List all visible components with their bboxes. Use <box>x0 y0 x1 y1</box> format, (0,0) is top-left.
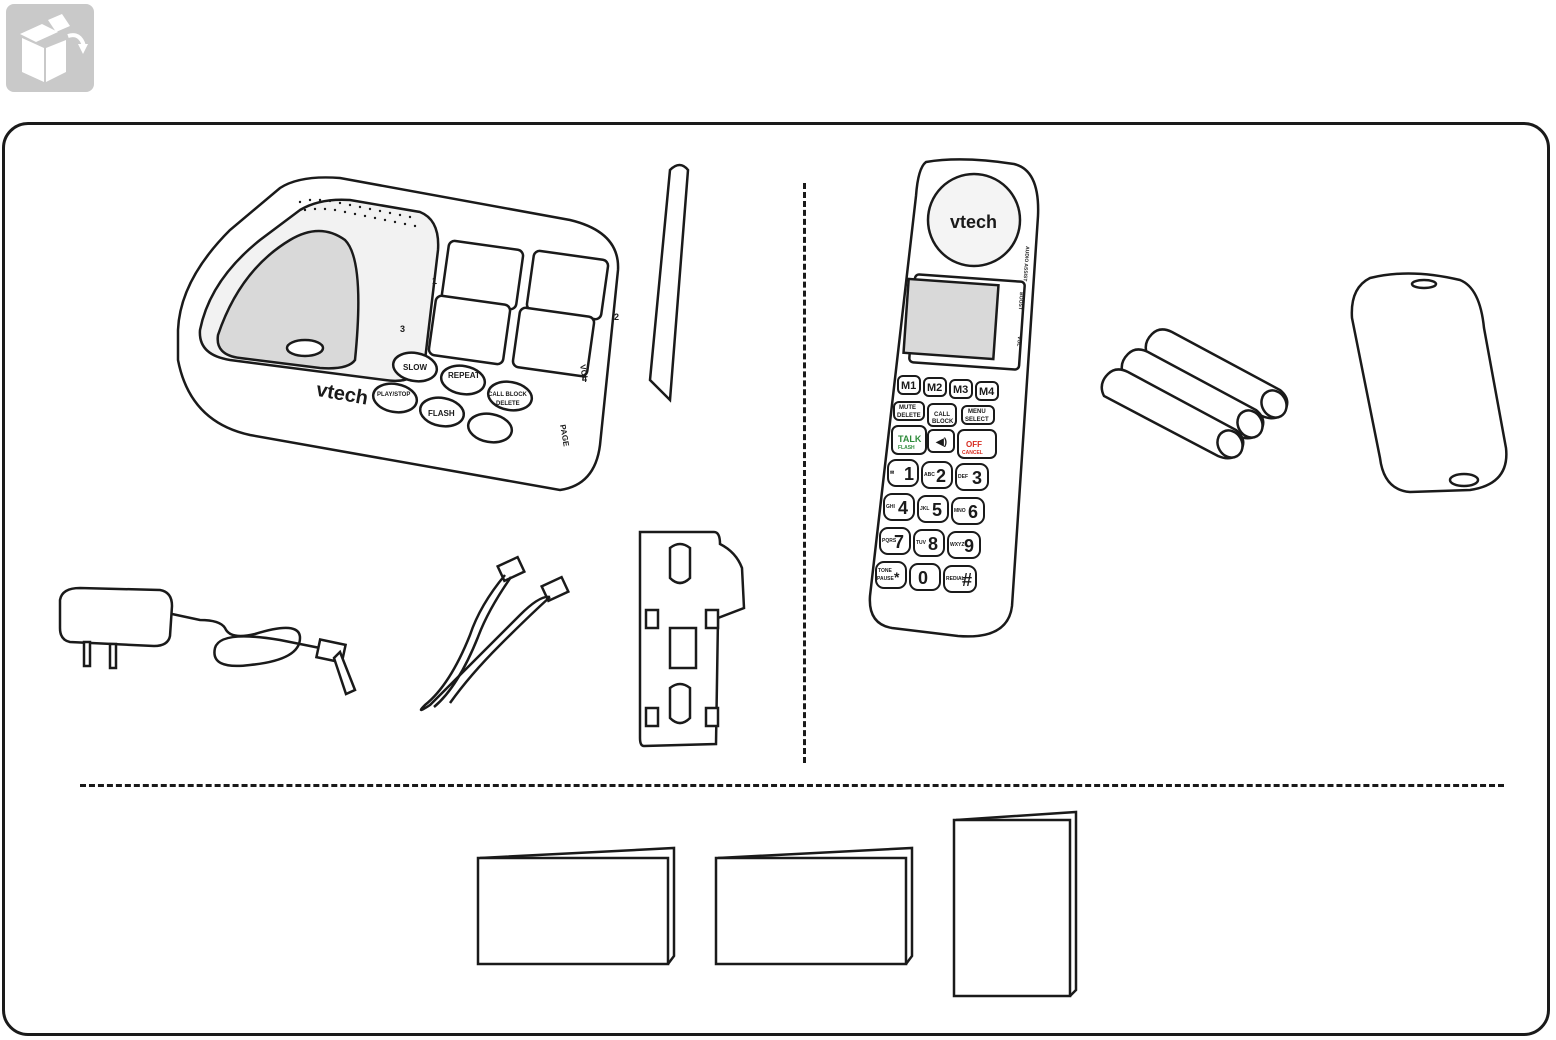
memory-slot-1-number: 1 <box>432 276 437 286</box>
select-key-label: SELECT <box>965 417 989 423</box>
digit-2-key: 2 <box>936 466 946 486</box>
call-block-key-label-1: CALL <box>934 412 950 418</box>
digit-2-letters: ABC <box>924 472 935 478</box>
mute-delete-key-label: DELETE <box>897 413 921 419</box>
talk-key-label: TALK <box>898 434 922 444</box>
box-unpack-icon <box>6 4 94 92</box>
talk-flash-key-label: FLASH <box>898 445 915 451</box>
vertical-divider <box>803 183 806 763</box>
digit-9-letters: WXYZ <box>950 542 964 548</box>
digit-6-letters: MNO <box>954 508 966 514</box>
star-key-pause: PAUSE <box>877 576 895 582</box>
delete-button-label: DELETE <box>496 401 520 407</box>
digit-8-letters: TUV <box>916 540 927 546</box>
speaker-key-icon: ◀) <box>935 437 947 448</box>
digit-6-key: 6 <box>968 502 978 522</box>
telephone-line-cord-illustration <box>410 555 590 720</box>
digit-1-letters: ✉ <box>890 470 894 476</box>
document-booklet-2 <box>712 846 918 968</box>
menu-key-label: MENU <box>968 409 986 415</box>
battery-cover-illustration <box>1350 268 1512 496</box>
m1-key-label: M1 <box>901 380 916 392</box>
repeat-button-label: REPEAT <box>448 371 480 380</box>
digit-5-letters: JKL <box>920 506 929 512</box>
m3-key-label: M3 <box>953 384 968 396</box>
pound-key-letters: REDIAL <box>946 576 965 582</box>
handset-illustration: vtech M1 M2 M3 M4 MUTE DELETE CALL BLOCK… <box>862 156 1048 642</box>
digit-7-letters: PQRS <box>882 538 897 544</box>
digit-1-key: 1 <box>904 464 914 484</box>
document-booklet-3 <box>950 810 1080 1000</box>
handset-brand-logo: vtech <box>950 212 997 232</box>
handset-vol-label: VOL <box>1015 336 1022 347</box>
digit-9-key: 9 <box>964 536 974 556</box>
mute-key-label: MUTE <box>899 405 916 411</box>
star-key-letters: TONE <box>878 568 892 574</box>
cancel-key-label: CANCEL <box>962 450 983 456</box>
horizontal-divider <box>80 784 1504 787</box>
off-key-label: OFF <box>966 440 982 449</box>
memory-slot-3-number: 3 <box>400 324 405 334</box>
digit-4-letters: GHI <box>886 504 896 510</box>
base-unit-illustration: 1 2 3 4 SLOW REPEAT CALL BLOCK DELETE PL… <box>170 160 700 500</box>
call-block-key-label-2: BLOCK <box>932 419 954 425</box>
memory-slot-2-number: 2 <box>614 312 619 322</box>
digit-3-key: 3 <box>972 468 982 488</box>
m2-key-label: M2 <box>927 382 942 394</box>
digit-8-key: 8 <box>928 534 938 554</box>
flash-button-label: FLASH <box>428 409 455 418</box>
digit-0-key: 0 <box>918 568 928 588</box>
star-key: * <box>894 569 900 585</box>
m4-key-label: M4 <box>979 386 995 398</box>
digit-4-key: 4 <box>898 498 908 518</box>
slow-button-label: SLOW <box>403 363 427 372</box>
power-adapter-illustration <box>50 580 370 700</box>
document-booklet-1 <box>474 846 680 968</box>
wall-mount-bracket-illustration <box>636 528 756 750</box>
call-block-button-label: CALL BLOCK <box>488 392 528 398</box>
digit-5-key: 5 <box>932 500 942 520</box>
handset-boost-label: BOOST <box>1017 292 1024 310</box>
play-stop-button-label: PLAY/STOP <box>377 392 410 398</box>
batteries-illustration <box>1100 324 1294 472</box>
digit-3-letters: DEF <box>958 474 968 480</box>
